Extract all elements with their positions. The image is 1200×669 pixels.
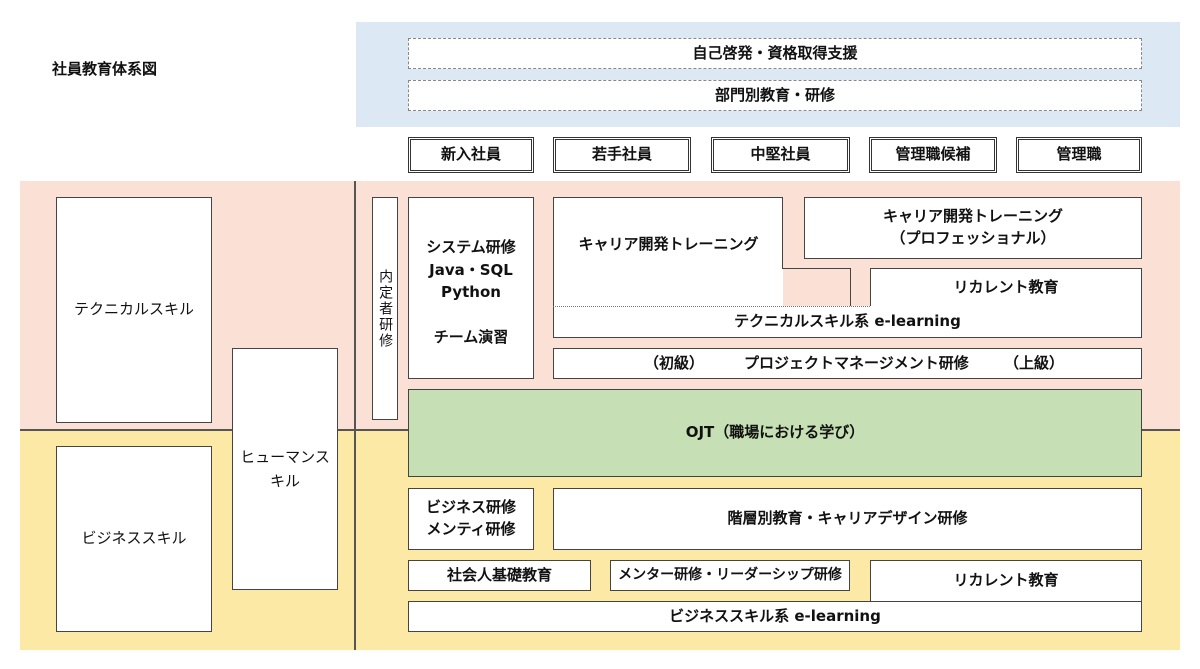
- tech-elearning-label: テクニカルスキル系 e-learning: [734, 311, 961, 330]
- technical-skill-label: テクニカルスキル: [73, 300, 194, 319]
- self-development-label: 自己啓発・資格取得支援: [692, 43, 858, 62]
- technical-skill-box: テクニカルスキル: [56, 197, 212, 423]
- career-training-box: キャリア開発トレーニング: [553, 197, 783, 307]
- recurrent-education-tech-box: リカレント教育: [870, 268, 1142, 307]
- human-skill-box: ヒューマンスキル: [232, 348, 338, 590]
- business-skill-box: ビジネススキル: [56, 446, 212, 632]
- project-management-box: （初級） プロジェクトマネージメント研修 （上級）: [553, 348, 1142, 379]
- system-training-python: Python: [441, 283, 501, 301]
- pm-advanced-label: （上級）: [1004, 353, 1065, 372]
- recurrent-education-biz-label: リカレント教育: [953, 571, 1059, 590]
- department-training-box: 部門別教育・研修: [408, 80, 1142, 111]
- column-divider-line: [354, 181, 356, 650]
- pm-title-label: プロジェクトマネージメント研修: [744, 353, 969, 372]
- tech-elearning-box: テクニカルスキル系 e-learning: [553, 306, 1142, 338]
- level-new-employee-label: 新入社員: [440, 145, 501, 164]
- human-skill-label: ヒューマンスキル: [240, 448, 330, 490]
- recurrent-education-tech-label: リカレント教育: [953, 277, 1059, 296]
- career-pro-sub-label: （プロフェッショナル）: [890, 229, 1056, 247]
- career-training-right-edge: [782, 197, 783, 268]
- business-elearning-label: ビジネススキル系 e-learning: [669, 606, 881, 625]
- mentee-training-label: メンティ研修: [426, 520, 516, 538]
- social-basics-label: 社会人基礎教育: [446, 565, 552, 584]
- system-training-box: システム研修 Java・SQL Python チーム演習: [408, 197, 534, 379]
- level-mid-employee-label: 中堅社員: [750, 145, 811, 164]
- team-exercise-label: チーム演習: [433, 327, 509, 346]
- level-manager: 管理職: [1016, 137, 1142, 173]
- level-manager-candidate: 管理職候補: [869, 137, 997, 173]
- recurrent-education-biz-box: リカレント教育: [870, 560, 1142, 602]
- system-training-title: システム研修: [426, 238, 516, 256]
- level-new-employee: 新入社員: [408, 137, 534, 173]
- career-training-step-down: [850, 268, 851, 306]
- ojt-box: OJT（職場における学び）: [408, 389, 1142, 477]
- pre-hire-training-box: 内定者研修: [372, 197, 398, 420]
- self-development-box: 自己啓発・資格取得支援: [408, 38, 1142, 69]
- business-training-box: ビジネス研修 メンティ研修: [408, 488, 534, 550]
- department-training-label: 部門別教育・研修: [714, 85, 835, 104]
- career-pro-box: キャリア開発トレーニング （プロフェッショナル）: [804, 197, 1142, 259]
- business-elearning-box: ビジネススキル系 e-learning: [408, 601, 1142, 632]
- level-young-employee-label: 若手社員: [591, 145, 652, 164]
- social-basics-box: 社会人基礎教育: [408, 560, 591, 591]
- level-mid-employee: 中堅社員: [711, 137, 850, 173]
- career-training-step-edge: [782, 268, 851, 269]
- system-training-languages: Java・SQL: [429, 260, 513, 279]
- ojt-label: OJT（職場における学び）: [685, 423, 865, 442]
- career-pro-label: キャリア開発トレーニング: [882, 207, 1063, 226]
- business-training-label: ビジネス研修: [425, 498, 516, 517]
- mentor-leadership-box: メンター研修・リーダーシップ研修: [610, 560, 850, 591]
- level-manager-candidate-label: 管理職候補: [895, 145, 971, 164]
- pm-basic-label: （初級）: [644, 353, 705, 372]
- business-skill-label: ビジネススキル: [81, 529, 187, 548]
- tech-elearning-dotted-top: [553, 306, 870, 307]
- mentor-leadership-label: メンター研修・リーダーシップ研修: [618, 567, 842, 584]
- level-manager-label: 管理職: [1056, 145, 1102, 164]
- career-training-label: キャリア開発トレーニング: [578, 235, 759, 253]
- tiered-education-box: 階層別教育・キャリアデザイン研修: [553, 488, 1142, 550]
- pre-hire-training-label: 内定者研修: [377, 268, 394, 349]
- page-title: 社員教育体系図: [52, 60, 158, 78]
- tiered-education-label: 階層別教育・キャリアデザイン研修: [727, 509, 968, 528]
- level-young-employee: 若手社員: [553, 137, 691, 173]
